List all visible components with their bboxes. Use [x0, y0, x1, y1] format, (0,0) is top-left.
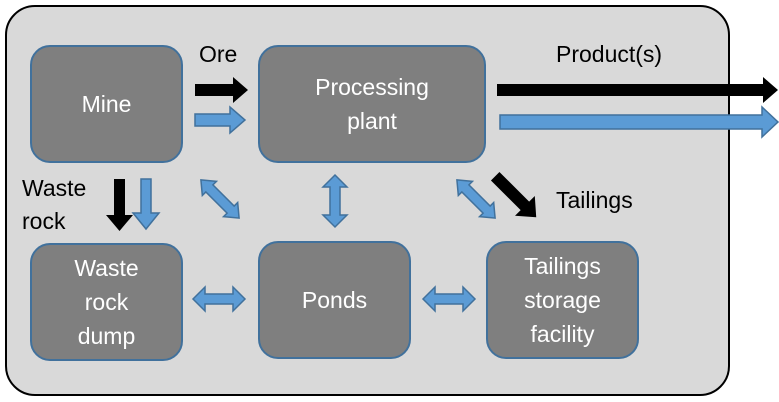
plant-tailings-water-double-arrow-icon — [456, 179, 496, 219]
label-products: Product(s) — [556, 41, 663, 67]
node-mine[interactable]: Mine — [30, 45, 183, 163]
product-water-arrow-icon — [499, 105, 779, 139]
ponds-tailings-water-double-arrow-icon — [421, 285, 477, 313]
label-ore: Ore — [199, 41, 238, 67]
waste-rock-water-arrow-icon — [131, 178, 161, 231]
ore-water-arrow-icon — [194, 105, 247, 135]
ore-solid-arrow-icon — [195, 77, 248, 103]
node-waste-rock-dump[interactable]: Waste rock dump — [30, 243, 183, 361]
node-mine-label: Mine — [81, 91, 132, 117]
tailings-solid-arrow-icon — [490, 171, 537, 218]
label-tailings: Tailings — [556, 187, 633, 213]
node-tailings-storage-facility[interactable]: Tailings storage facility — [486, 241, 639, 359]
mine-ponds-water-double-arrow-icon — [200, 179, 240, 219]
node-ponds-label: Ponds — [301, 287, 368, 313]
plant-ponds-water-double-arrow-icon — [321, 173, 349, 229]
waste-rock-solid-arrow-icon — [106, 179, 133, 231]
dump-ponds-water-double-arrow-icon — [191, 285, 247, 313]
node-ponds[interactable]: Ponds — [258, 241, 411, 359]
node-tailings-storage-facility-label: Tailings storage facility — [524, 253, 601, 347]
product-solid-arrow-icon — [497, 77, 778, 103]
node-processing-plant[interactable]: Processing plant — [258, 45, 486, 163]
label-waste-rock: Waste rock — [22, 175, 87, 234]
node-processing-plant-label: Processing plant — [315, 74, 429, 134]
node-waste-rock-dump-label: Waste rock dump — [74, 255, 139, 349]
